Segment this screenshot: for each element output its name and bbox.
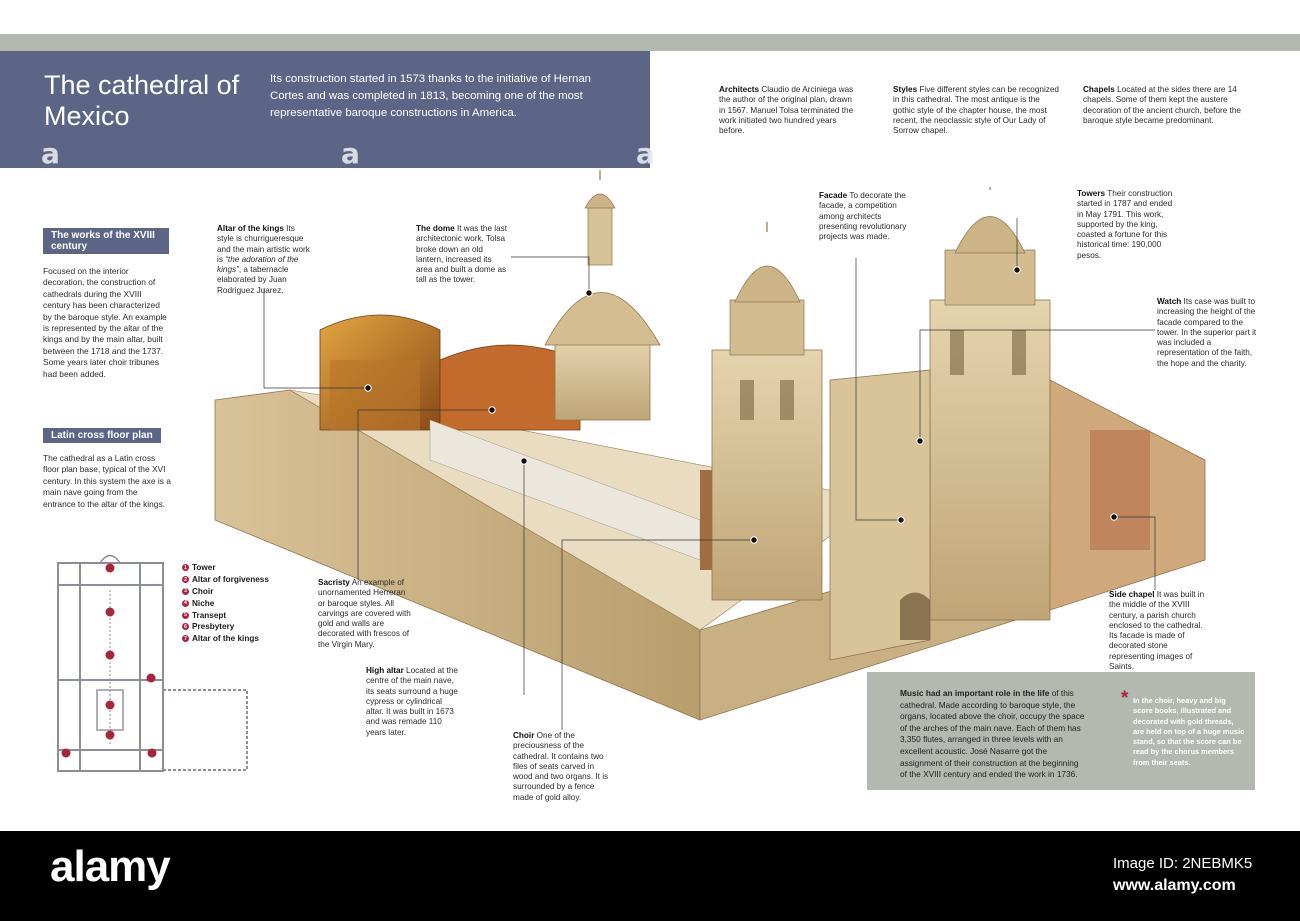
callout-facade: Facade To decorate the facade, a competi… — [819, 191, 907, 242]
top-grey-band — [0, 34, 1300, 51]
alamy-logo: alamy — [50, 842, 171, 891]
main-tower — [929, 187, 1051, 621]
page-title: The cathedral of Mexico — [44, 70, 240, 131]
callout-dots — [364, 266, 1118, 544]
header-panel — [0, 51, 650, 168]
watermark-glyph: a — [341, 137, 360, 170]
music-note: In the choir, heavy and big score books,… — [1133, 696, 1245, 767]
callout-sacristy: Sacristy An example of unornamented Herr… — [318, 578, 411, 649]
callout-side-chapel: Side chapel It was built in the middle o… — [1109, 590, 1205, 672]
callout-altar-of-the-kings: Altar of the kings Its style is churrigu… — [217, 224, 310, 295]
watermark-glyph: a — [41, 137, 60, 170]
callout-high-altar: High altar Located at the centre of the … — [366, 666, 458, 737]
callout-lines — [263, 218, 1156, 730]
callout-watch: Watch Its case was built to increasing t… — [1157, 297, 1257, 368]
floor-plan — [57, 554, 248, 772]
music-panel — [867, 672, 1255, 790]
callout-dome: The dome It was the last architectonic w… — [416, 224, 508, 285]
footer-bar — [0, 831, 1300, 921]
image-id: Image ID: 2NEBMK5 — [1113, 855, 1253, 872]
plan-text: The cathedral as a Latin cross floor pla… — [43, 453, 171, 509]
floor-plan-markers — [61, 563, 157, 758]
asterisk-icon: * — [1121, 688, 1129, 709]
left-tower — [711, 222, 823, 601]
info-architects: Architects Claudio de Arciniega was the … — [719, 85, 854, 136]
info-chapels: Chapels Located at the sides there are 1… — [1083, 85, 1241, 125]
callout-towers: Towers Their construction started in 178… — [1077, 189, 1173, 260]
music-text: Music had an important role in the life … — [900, 688, 1085, 780]
watermark-glyph: a — [636, 137, 655, 170]
footer-url[interactable]: www.alamy.com — [1113, 877, 1236, 894]
info-styles: Styles Five different styles can be reco… — [893, 85, 1059, 136]
facade — [829, 369, 1206, 661]
intro-text: Its construction started in 1573 thanks … — [270, 73, 592, 119]
dome — [544, 170, 661, 421]
works-text: Focused on the interior decoration, the … — [43, 266, 167, 379]
works-heading: The works of the XVIII century — [43, 228, 169, 254]
plan-heading: Latin cross floor plan — [43, 428, 161, 443]
callout-choir: Choir One of the preciousness of the cat… — [513, 731, 609, 802]
